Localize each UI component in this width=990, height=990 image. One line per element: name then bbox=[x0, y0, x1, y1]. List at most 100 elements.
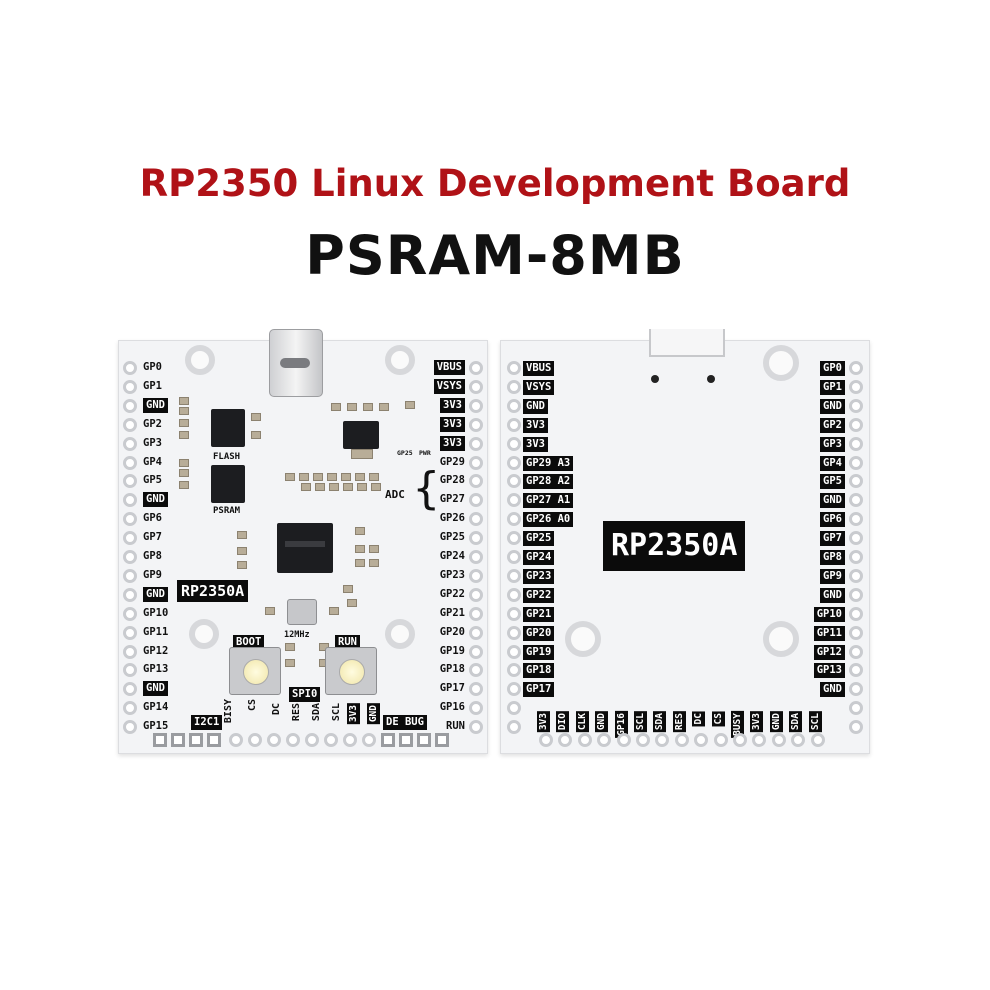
header-pin bbox=[123, 568, 137, 583]
header-pin bbox=[123, 474, 137, 489]
smd-pad bbox=[357, 483, 367, 491]
header-pin bbox=[123, 606, 137, 621]
bottom-pin-label: GND bbox=[595, 711, 609, 733]
bottom-pin-label: CLK bbox=[575, 711, 589, 733]
header-pin bbox=[849, 493, 863, 508]
header-pin bbox=[123, 663, 137, 678]
pwr-led-label: PWR bbox=[419, 449, 431, 457]
psram-chip bbox=[211, 465, 245, 503]
pin-label: GP1 bbox=[820, 379, 845, 395]
smd-pad bbox=[341, 473, 351, 481]
pin-label: GP4 bbox=[143, 455, 162, 468]
pin-label: 3V3 bbox=[440, 435, 465, 451]
pin-label: GP26 bbox=[439, 512, 465, 525]
header-pin bbox=[849, 398, 863, 413]
pin-label: GP10 bbox=[143, 606, 169, 619]
header-pin bbox=[469, 474, 483, 489]
header-pin bbox=[469, 568, 483, 583]
pin-label: GP27 A1 bbox=[523, 493, 574, 509]
pin-label: 3V3 bbox=[440, 397, 465, 413]
usb-c-connector bbox=[269, 329, 323, 397]
usb-c-backside bbox=[649, 329, 725, 357]
smd-pad bbox=[179, 459, 189, 467]
pin-label: 3V3 bbox=[523, 436, 548, 452]
pin-label: GND bbox=[143, 586, 168, 602]
pin-label: GP29 A3 bbox=[523, 455, 574, 471]
header-pin bbox=[123, 720, 137, 735]
mounting-hole bbox=[763, 621, 799, 657]
header-pin bbox=[123, 531, 137, 546]
adc-label: ADC bbox=[385, 488, 405, 501]
header-pin bbox=[507, 606, 521, 621]
bottom-pin-label: 3V3 bbox=[347, 703, 360, 725]
pin-label: GP22 bbox=[523, 587, 555, 603]
pin-label: GP1 bbox=[143, 379, 162, 392]
spi0-label: SPI0 bbox=[289, 687, 321, 702]
pin-label: GND bbox=[820, 587, 845, 603]
header-pin bbox=[507, 531, 521, 546]
bottom-pin-label: DC bbox=[271, 703, 282, 716]
pin-label: GP5 bbox=[143, 474, 162, 487]
regulator-tab bbox=[351, 449, 373, 459]
pin-label: GP11 bbox=[143, 625, 169, 638]
smd-pad bbox=[315, 483, 325, 491]
header-pin bbox=[324, 733, 338, 747]
square-header-pin bbox=[417, 733, 431, 747]
header-pin bbox=[507, 493, 521, 508]
header-pin bbox=[507, 550, 521, 564]
smd-pad bbox=[369, 545, 379, 553]
boot-button[interactable] bbox=[229, 647, 281, 695]
header-pin bbox=[469, 550, 483, 564]
smd-pad bbox=[285, 643, 295, 651]
pin-label: GP29 bbox=[439, 455, 465, 468]
square-header-pin bbox=[435, 733, 449, 747]
pin-label: GP8 bbox=[143, 550, 162, 562]
header-pin bbox=[123, 512, 137, 527]
pin-label: GP0 bbox=[143, 361, 162, 373]
pin-label: GP20 bbox=[439, 625, 465, 638]
pin-label: GP5 bbox=[820, 474, 845, 490]
pin-label: GP20 bbox=[523, 625, 555, 641]
run-button[interactable] bbox=[325, 647, 377, 695]
pin-label: GP11 bbox=[813, 625, 845, 641]
header-pin bbox=[362, 733, 376, 747]
header-pin bbox=[507, 568, 521, 583]
header-pin bbox=[507, 663, 521, 678]
smd-pad bbox=[299, 473, 309, 481]
header-pin bbox=[849, 417, 863, 432]
pin-label: GP19 bbox=[523, 644, 555, 660]
header-pin bbox=[507, 587, 521, 602]
header-pin bbox=[849, 701, 863, 716]
pin-label: VSYS bbox=[433, 378, 465, 394]
pin-label: GP3 bbox=[143, 436, 162, 449]
header-pin bbox=[469, 701, 483, 716]
mounting-hole bbox=[185, 345, 215, 375]
pin-label: GP12 bbox=[813, 644, 845, 660]
header-pin bbox=[849, 531, 863, 546]
header-pin bbox=[507, 625, 521, 640]
usb-pad bbox=[651, 375, 659, 383]
crystal-label: 12MHz bbox=[284, 630, 310, 640]
bottom-pin-label: DC bbox=[692, 711, 706, 727]
header-pin bbox=[849, 550, 863, 564]
pin-label: GP7 bbox=[143, 531, 162, 544]
pin-label: GP8 bbox=[820, 550, 845, 565]
header-pin bbox=[469, 436, 483, 451]
pin-label: GP21 bbox=[523, 606, 555, 622]
header-pin bbox=[791, 733, 806, 747]
header-pin bbox=[507, 417, 521, 432]
smd-pad bbox=[369, 473, 379, 481]
header-pin bbox=[123, 379, 137, 394]
pin-label: GP13 bbox=[813, 663, 845, 679]
header-pin bbox=[123, 550, 137, 564]
pin-label: GP10 bbox=[813, 606, 845, 622]
header-pin bbox=[469, 625, 483, 640]
header-pin bbox=[469, 663, 483, 678]
bottom-pin-label: RES bbox=[672, 711, 686, 733]
pin-label: GP26 A0 bbox=[523, 512, 574, 528]
smd-pad bbox=[179, 397, 189, 405]
pin-label: GP18 bbox=[523, 663, 555, 679]
header-pin bbox=[123, 644, 137, 659]
header-pin bbox=[507, 474, 521, 489]
smd-pad bbox=[179, 481, 189, 489]
